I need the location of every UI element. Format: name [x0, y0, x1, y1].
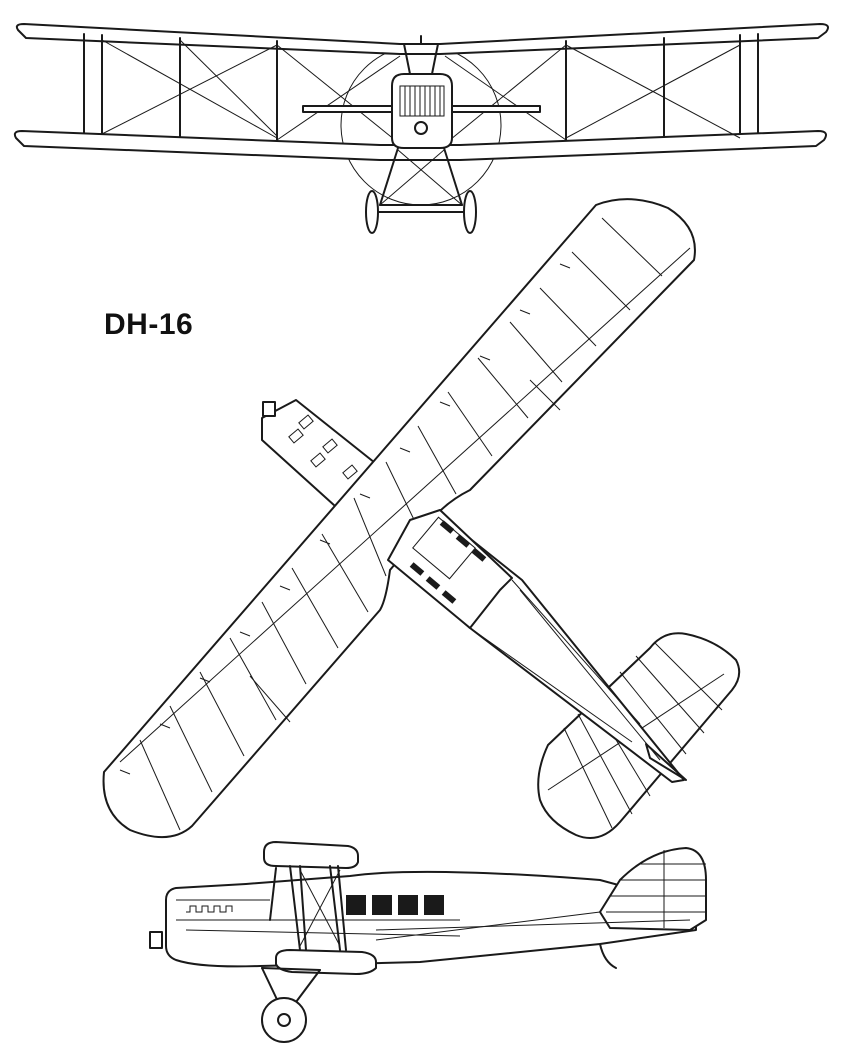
plan-cabin — [387, 509, 513, 629]
radiator-core — [399, 85, 445, 117]
side-cabin-windows — [346, 895, 444, 915]
front-radiator — [391, 73, 453, 149]
wing-ribs — [119, 217, 691, 831]
front-struts — [83, 33, 759, 141]
side-fin — [599, 847, 707, 931]
propeller-hub — [414, 121, 428, 135]
front-right-wheel — [463, 190, 477, 234]
side-wheel — [261, 997, 307, 1043]
tail-skid — [599, 943, 617, 969]
tail-bracing — [469, 579, 661, 761]
aircraft-designation: DH-16 — [104, 308, 194, 341]
plan-rudder — [645, 743, 687, 781]
side-lower-wing — [275, 949, 377, 975]
leading-edge-ticks — [119, 263, 571, 775]
front-view — [13, 23, 829, 234]
side-struts — [269, 865, 347, 951]
plan-propeller-hub — [262, 401, 276, 417]
side-spinner — [149, 931, 163, 949]
plan-cabin-windows — [409, 520, 487, 604]
side-upper-wing — [263, 841, 359, 869]
plan-view — [102, 198, 741, 839]
side-wheel-hub — [277, 1013, 291, 1027]
fuselage-windows — [288, 414, 358, 480]
front-bracing-wires — [101, 39, 741, 145]
front-landing-gear — [377, 147, 465, 213]
side-view — [149, 841, 707, 1043]
front-upper-wing — [15, 23, 829, 55]
front-left-wheel — [365, 190, 379, 234]
